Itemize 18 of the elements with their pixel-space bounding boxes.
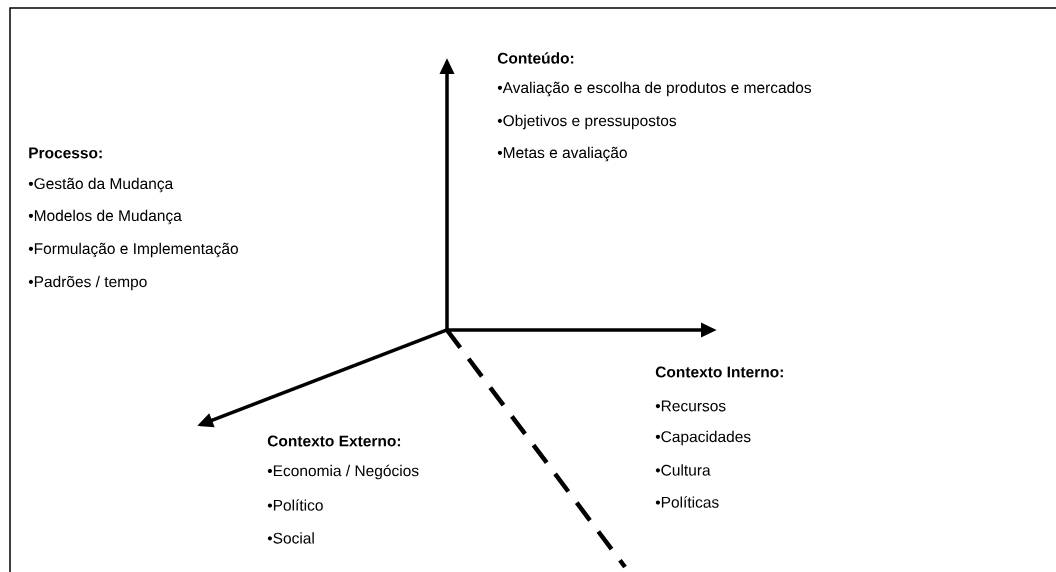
bullet-item: •Social: [267, 532, 314, 544]
bullet-item: •Economia / Negócios: [267, 464, 419, 480]
bullet-item: •Cultura: [655, 464, 711, 476]
bullet-item: •Recursos: [655, 400, 726, 412]
bullet-item: •Político: [267, 499, 323, 511]
bullet-item: •Objetivos e pressupostos: [497, 114, 677, 130]
heading: Contexto Externo:: [267, 435, 401, 447]
heading: Contexto Interno:: [655, 366, 783, 378]
heading: Processo:: [29, 147, 102, 159]
bullet-item: •Padrões / tempo: [28, 275, 147, 291]
bullet-item: •Capacidades: [655, 430, 751, 446]
bullet-item: •Políticas: [655, 496, 719, 508]
bullet-item: •Avaliação e escolha de produtos e mercados: [497, 81, 812, 97]
bullet-item: •Metas e avaliação: [497, 146, 627, 162]
bullet-item: •Formulação e Implementação: [28, 242, 238, 258]
bullet-item: •Gestão da Mudança: [28, 177, 174, 193]
bullet-item: •Modelos de Mudança: [28, 209, 182, 225]
heading: Conteúdo:: [497, 52, 574, 64]
